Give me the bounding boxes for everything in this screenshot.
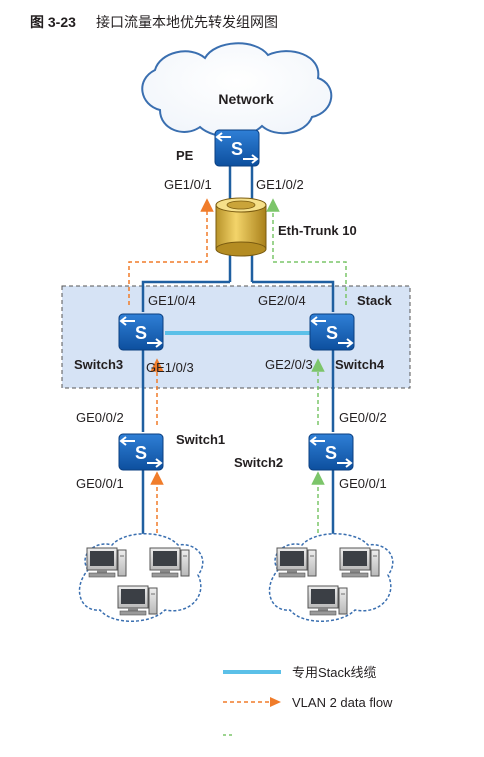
switch1-label: Switch1 bbox=[176, 432, 225, 447]
switch3-glyph: S bbox=[135, 323, 147, 343]
stack-label: Stack bbox=[357, 293, 392, 308]
switch2-label: Switch2 bbox=[234, 455, 283, 470]
port-sw2-up: GE0/0/2 bbox=[339, 410, 387, 425]
arrow-icon bbox=[270, 697, 281, 707]
figure-number: 图 3-23 bbox=[30, 14, 76, 30]
figure-caption: 接口流量本地优先转发组网图 bbox=[96, 14, 278, 30]
trunk-cylinder-icon bbox=[215, 197, 267, 257]
switch1-glyph: S bbox=[135, 443, 147, 463]
switch4-label: Switch4 bbox=[335, 357, 385, 372]
pc-cluster-right bbox=[268, 533, 394, 622]
pc-cluster-left bbox=[78, 533, 204, 622]
port-pe-right: GE1/0/2 bbox=[256, 177, 304, 192]
port-sw4-down: GE2/0/3 bbox=[265, 357, 313, 372]
port-pe-left: GE1/0/1 bbox=[164, 177, 212, 192]
port-sw2-down: GE0/0/1 bbox=[339, 476, 387, 491]
cloud-label: Network bbox=[218, 91, 273, 107]
port-sw3-down: GE1/0/3 bbox=[146, 360, 194, 375]
port-sw1-down: GE0/0/1 bbox=[76, 476, 124, 491]
switch3-label: Switch3 bbox=[74, 357, 123, 372]
legend-vlan2-label: VLAN 2 data flow bbox=[292, 695, 393, 710]
pe-label: PE bbox=[176, 148, 194, 163]
vlan3-flow bbox=[266, 198, 347, 540]
cloud-icon bbox=[141, 42, 333, 138]
pe-switch-glyph: S bbox=[231, 139, 243, 159]
vlan2-flow bbox=[128, 198, 214, 540]
switch4-glyph: S bbox=[326, 323, 338, 343]
legend-stack-label: 专用Stack线缆 bbox=[292, 665, 377, 680]
switch2-glyph: S bbox=[325, 443, 337, 463]
trunk-label: Eth-Trunk 10 bbox=[278, 223, 357, 238]
legend: 专用Stack线缆 VLAN 2 data flow bbox=[223, 665, 393, 736]
port-sw4-up: GE2/0/4 bbox=[258, 293, 306, 308]
port-sw3-up: GE1/0/4 bbox=[148, 293, 196, 308]
port-sw1-up: GE0/0/2 bbox=[76, 410, 124, 425]
links bbox=[141, 166, 335, 545]
